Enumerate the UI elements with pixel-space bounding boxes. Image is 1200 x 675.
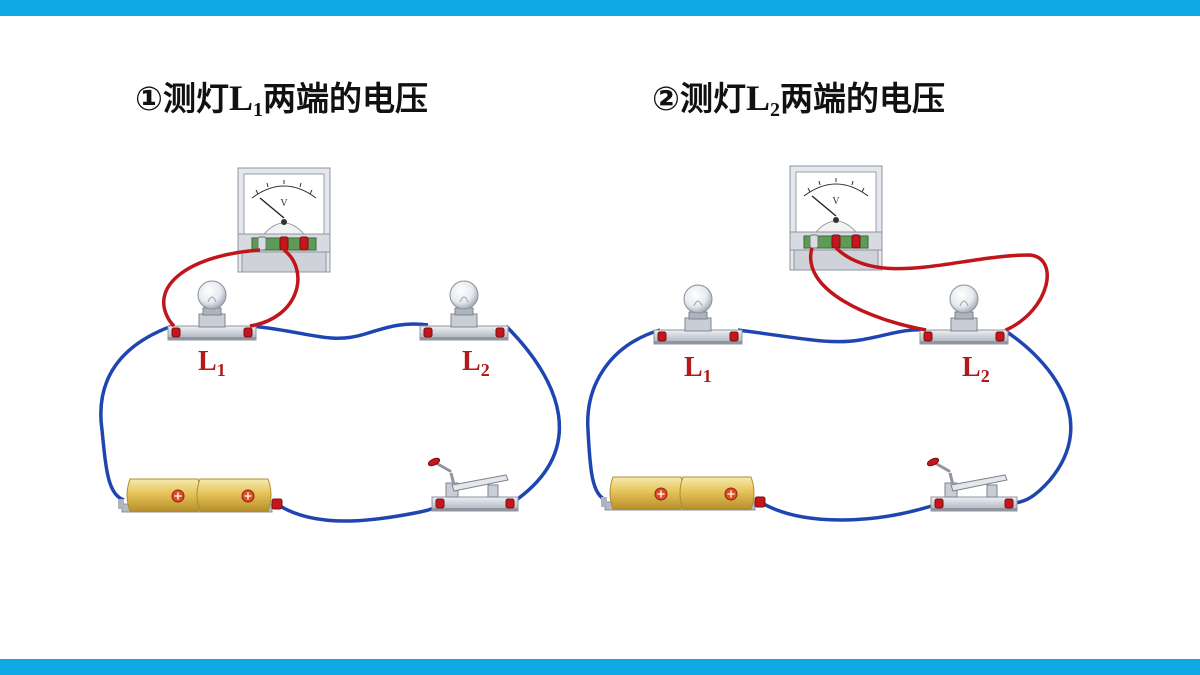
panel2-title-prefix: ②测灯	[652, 79, 746, 118]
panel1-circuit	[99, 167, 562, 523]
panel1-wire-L1-to-battery	[99, 324, 173, 502]
panel2-wire-L2-to-switch	[1003, 328, 1073, 505]
panel2-title-suffix: 两端的电压	[779, 79, 945, 118]
lamp-icon	[653, 284, 743, 345]
bottom-accent-bar	[0, 659, 1200, 675]
voltmeter-icon	[789, 165, 883, 271]
panel2-lamp1-label: L1	[684, 352, 712, 386]
battery-icon	[117, 478, 283, 513]
panel1-voltmeter-lead-left	[161, 248, 261, 328]
panel1-wire-L1-to-L2	[251, 322, 429, 341]
switch-icon	[425, 455, 520, 513]
panel1-wire-battery-to-switch	[279, 502, 442, 523]
panel1-title-suffix: 两端的电压	[262, 79, 428, 118]
panel2-wire-battery-to-switch	[761, 501, 936, 522]
top-accent-bar	[0, 0, 1200, 16]
panel2-circuit	[586, 165, 1073, 522]
panel2-title-lamp-sub: 2	[769, 99, 780, 121]
panel1-title-prefix: ①测灯	[135, 79, 229, 118]
panel2-title-lamp: L	[745, 78, 770, 118]
panel1-title-lamp: L	[228, 78, 253, 118]
panel2-title: ②测灯L2两端的电压	[652, 72, 945, 120]
switch-icon	[924, 455, 1019, 513]
panel1-lamp1-label: L1	[198, 346, 226, 380]
panel2-wire-L1-to-battery	[586, 328, 661, 502]
lamp-icon	[167, 280, 257, 341]
panel2-wire-L1-to-L2	[737, 327, 927, 344]
panel1-title: ①测灯L1两端的电压	[135, 72, 428, 120]
panel1-title-lamp-sub: 1	[252, 99, 263, 121]
panel1-lamp2-label: L2	[462, 346, 490, 380]
voltmeter-icon	[237, 167, 331, 273]
panel1-voltmeter-lead-right	[249, 248, 300, 328]
battery-icon	[600, 476, 766, 511]
panel2-lamp2-label: L2	[962, 352, 990, 386]
panel2-voltmeter-lead-right	[834, 246, 1049, 332]
lamp-icon	[419, 280, 509, 341]
panel1-wire-L2-to-switch	[504, 324, 562, 505]
panel2-voltmeter-lead-left	[808, 247, 927, 332]
lamp-icon	[919, 284, 1009, 345]
